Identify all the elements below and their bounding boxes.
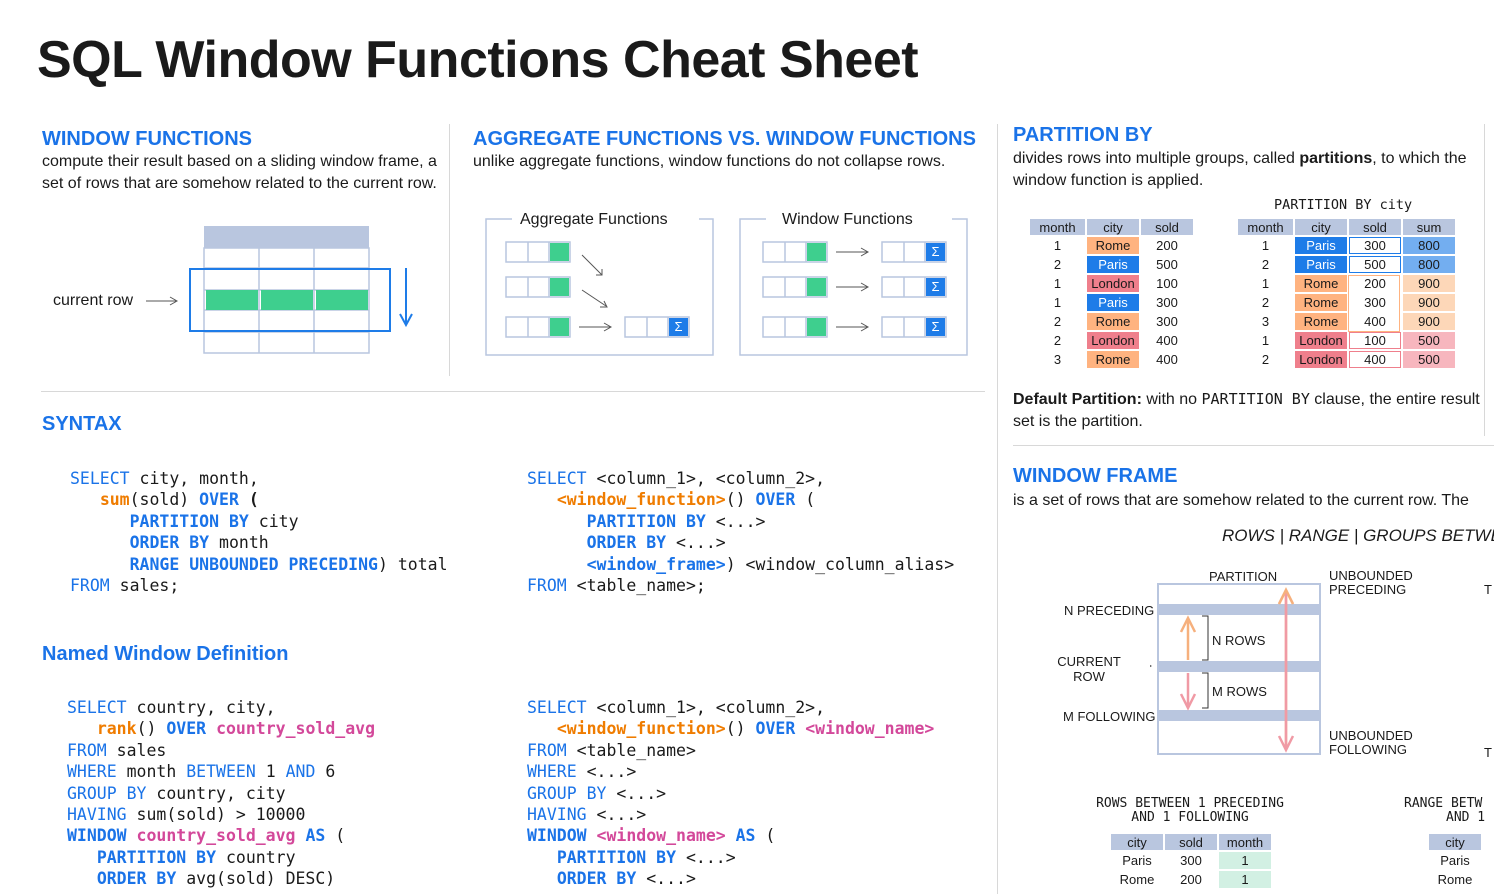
column-header: city — [1429, 834, 1481, 850]
frame-example-table: city Paris Rome — [1427, 832, 1483, 890]
column-header: sum — [1403, 219, 1455, 235]
arrow-up-icon — [1179, 615, 1197, 633]
named-window-example-code: SELECT country, city, rank() OVER countr… — [67, 698, 376, 889]
sigma-icon: Σ — [931, 244, 940, 259]
default-partition-note: Default Partition: with no PARTITION BY … — [1013, 390, 1480, 430]
sigma-icon: Σ — [674, 319, 683, 334]
section-heading: AGGREGATE FUNCTIONS VS. WINDOW FUNCTIONS — [473, 128, 976, 150]
named-window-template-code: SELECT <column_1>, <column_2>, <window_f… — [527, 698, 935, 889]
current-row-cell — [261, 290, 313, 310]
aggregate-vs-window-diagram — [485, 218, 968, 356]
column-header: sold — [1349, 219, 1401, 235]
divider — [449, 124, 450, 376]
aggregate-functions-label: Aggregate Functions — [520, 211, 668, 228]
column-header: month — [1030, 219, 1085, 235]
divider — [41, 391, 985, 392]
clipped-label: T — [1484, 582, 1492, 597]
syntax-template-code: SELECT <column_1>, <column_2>, <window_f… — [527, 469, 955, 596]
sigma-cell — [926, 278, 945, 296]
section-heading: Named Window Definition — [42, 643, 289, 665]
section-description: is a set of rows that are somehow relate… — [1013, 492, 1469, 509]
arrow-down-icon — [1179, 693, 1197, 711]
section-heading: WINDOW FRAME — [1013, 465, 1178, 487]
n-rows-label: N ROWS — [1212, 633, 1266, 648]
column-header: month — [1219, 834, 1271, 850]
section-description: divides rows into multiple groups, calle… — [1013, 150, 1467, 189]
table-row: Paris — [1440, 853, 1470, 868]
arrow-right-icon — [1150, 664, 1153, 668]
divider — [1484, 124, 1485, 436]
n-preceding-label: N PRECEDING — [1064, 603, 1155, 618]
section-description: compute their result based on a sliding … — [42, 153, 437, 192]
window-frame-box — [189, 268, 391, 332]
current-row-label: current row — [53, 292, 134, 309]
n-preceding-row — [1159, 604, 1319, 615]
m-following-label: M FOLLOWING — [1063, 709, 1156, 724]
partition-group-outline — [1348, 275, 1400, 332]
sigma-cell — [669, 318, 688, 336]
m-rows-label: M ROWS — [1212, 684, 1267, 699]
divider — [1013, 445, 1494, 446]
section-heading: PARTITION BY — [1013, 124, 1153, 146]
divider — [997, 124, 998, 894]
section-description: unlike aggregate functions, window funct… — [473, 153, 946, 170]
unbounded-preceding-label: UNBOUNDED PRECEDING — [1329, 568, 1413, 597]
sigma-icon: Σ — [931, 279, 940, 294]
frame-modes: ROWS | RANGE | GROUPS BETWEEN — [1222, 526, 1494, 545]
syntax-example-code: SELECT city, month, sum(sold) OVER ( PAR… — [70, 469, 448, 596]
section-heading: SYNTAX — [42, 413, 122, 435]
m-following-row — [1159, 710, 1319, 721]
column-header: city — [1087, 219, 1139, 235]
table-row: Rome — [1437, 872, 1473, 887]
table-header — [204, 226, 369, 248]
sigma-cell — [926, 243, 945, 261]
window-frame-diagram — [1150, 583, 1321, 755]
current-row-cell — [316, 290, 368, 310]
column-header: month — [1238, 219, 1293, 235]
section-heading: WINDOW FUNCTIONS — [42, 128, 252, 150]
current-row-cell — [206, 290, 258, 310]
arrow-right-icon — [169, 296, 179, 306]
sigma-icon: Σ — [931, 319, 940, 334]
clipped-label: T — [1484, 745, 1492, 760]
window-functions-label: Window Functions — [782, 211, 913, 228]
page-title: SQL Window Functions Cheat Sheet — [37, 31, 919, 89]
arrow-down-icon — [1277, 735, 1295, 753]
column-header: sold — [1141, 219, 1193, 235]
current-row-label: CURRENT ROW — [1057, 654, 1121, 684]
column-header: city — [1295, 219, 1347, 235]
current-row-bar — [1159, 661, 1319, 672]
sigma-cell — [926, 318, 945, 336]
partition-label: PARTITION — [1209, 569, 1278, 584]
window-frame-diagram — [146, 226, 413, 354]
column-header: sold — [1165, 834, 1217, 850]
column-header: city — [1111, 834, 1163, 850]
unbounded-following-label: UNBOUNDED FOLLOWING — [1329, 728, 1413, 757]
arrow-down-icon — [399, 313, 413, 328]
partition-caption: PARTITION BY city — [1274, 197, 1413, 213]
